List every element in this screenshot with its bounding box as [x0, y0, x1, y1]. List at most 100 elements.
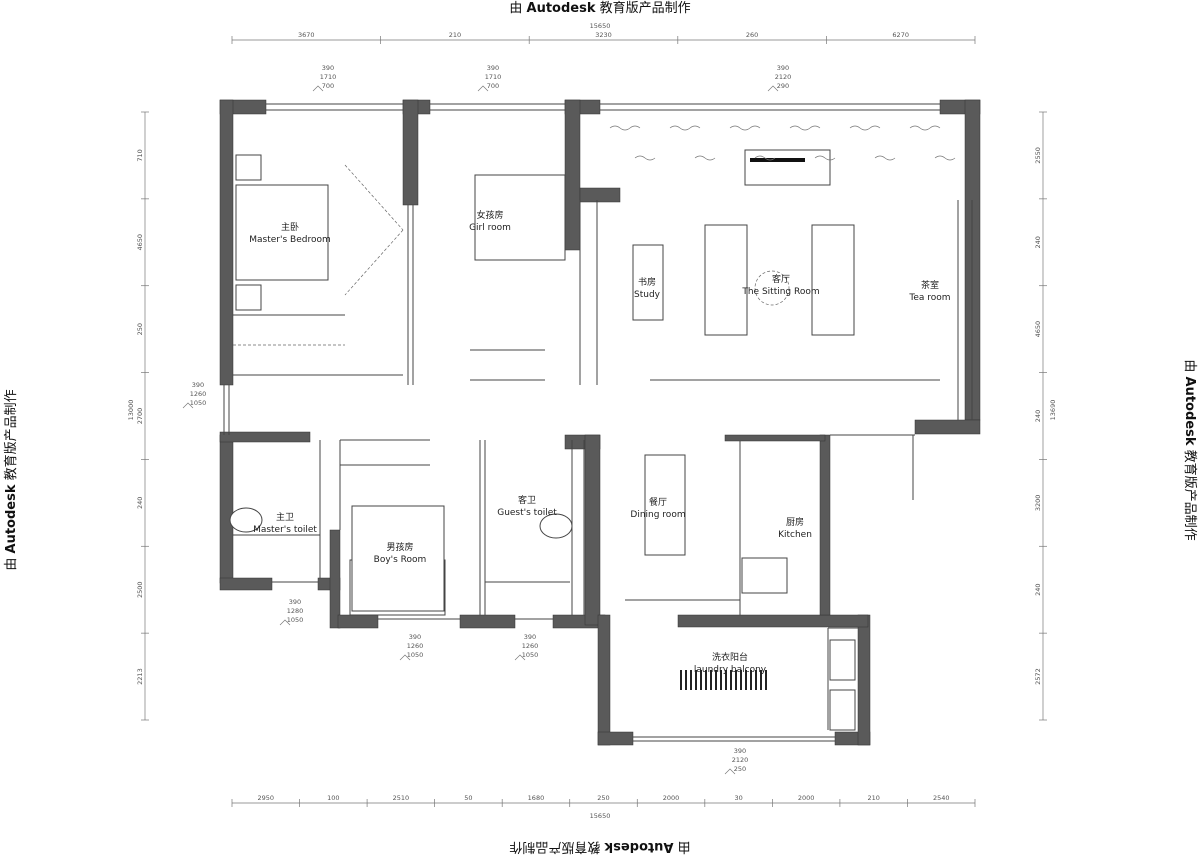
svg-text:2120: 2120 — [732, 756, 749, 764]
room-name-guest-toilet: 客卫 — [518, 494, 536, 506]
svg-text:1050: 1050 — [407, 651, 424, 659]
dim-label: 2213 — [136, 668, 144, 685]
room-name-en-master-toilet: Master's toilet — [253, 525, 317, 535]
dim-label: 6270 — [892, 31, 909, 39]
stove — [741, 557, 788, 594]
dim-label: 710 — [136, 149, 144, 161]
room-name-dining-room: 餐厅 — [649, 496, 667, 508]
svg-text:700: 700 — [487, 82, 499, 90]
dim-label: 2572 — [1034, 668, 1042, 685]
dim-label: 2000 — [798, 794, 815, 802]
dining-table — [644, 454, 686, 556]
sofa — [811, 224, 855, 336]
dim-bottom-total: 15650 — [590, 812, 611, 820]
svg-text:1260: 1260 — [190, 390, 207, 398]
dim-right-total: 13690 — [1049, 400, 1057, 421]
watermark-bottom: 由 Autodesk 教育版产品制作 — [509, 839, 690, 855]
walls — [219, 99, 981, 746]
furniture — [229, 125, 956, 731]
dim-label: 4650 — [136, 234, 144, 251]
dim-left-total: 13000 — [127, 400, 135, 421]
room-name-en-master-bedroom: Master's Bedroom — [249, 235, 330, 245]
svg-text:1260: 1260 — [522, 642, 539, 650]
dim-label: 3200 — [1034, 495, 1042, 512]
dim-label: 240 — [136, 497, 144, 509]
dim-label: 240 — [1034, 236, 1042, 248]
svg-text:1710: 1710 — [485, 73, 502, 81]
room-name-study: 书房 — [638, 276, 656, 288]
laundry-sink — [829, 689, 856, 731]
svg-text:390: 390 — [192, 381, 204, 389]
dim-label: 4650 — [1034, 321, 1042, 338]
room-name-en-girl-room: Girl room — [469, 223, 511, 233]
room-name-en-kitchen: Kitchen — [778, 530, 812, 540]
svg-text:1050: 1050 — [190, 399, 207, 407]
room-name-master-toilet: 主卫 — [276, 511, 294, 523]
room-name-en-tea-room: Tea room — [908, 293, 950, 303]
toilet — [539, 513, 573, 539]
svg-text:390: 390 — [777, 64, 789, 72]
room-name-en-study: Study — [634, 290, 661, 300]
dim-label: 250 — [597, 794, 609, 802]
nightstand — [235, 154, 262, 181]
boy-bed — [351, 505, 445, 612]
svg-text:1710: 1710 — [320, 73, 337, 81]
dim-label: 2000 — [663, 794, 680, 802]
dim-label: 3670 — [298, 31, 315, 39]
dim-label: 2510 — [393, 794, 410, 802]
room-name-en-sitting-room: The Sitting Room — [741, 287, 819, 297]
room-name-en-boy-room: Boy's Room — [374, 555, 427, 565]
room-name-en-dining-room: Dining room — [630, 510, 685, 520]
dim-label: 50 — [464, 794, 472, 802]
room-name-sitting-room: 客厅 — [772, 273, 790, 285]
dim-label: 260 — [746, 31, 758, 39]
svg-text:1260: 1260 — [407, 642, 424, 650]
girl-bed — [474, 174, 566, 261]
windows-and-partitions — [223, 103, 973, 742]
svg-text:290: 290 — [777, 82, 789, 90]
dim-label: 2540 — [933, 794, 950, 802]
dim-label: 2950 — [257, 794, 274, 802]
svg-text:390: 390 — [409, 633, 421, 641]
room-name-en-laundry-balcony: laundry balcony — [694, 665, 767, 675]
room-name-en-guest-toilet: Guest's toilet — [497, 508, 557, 518]
dim-label: 2500 — [136, 581, 144, 598]
room-name-girl-room: 女孩房 — [476, 209, 503, 221]
svg-text:390: 390 — [487, 64, 499, 72]
watermark-left: 由 Autodesk 教育版产品制作 — [3, 389, 19, 570]
svg-text:2120: 2120 — [775, 73, 792, 81]
watermark-right: 由 Autodesk 教育版产品制作 — [1182, 359, 1198, 540]
room-name-boy-room: 男孩房 — [386, 541, 413, 553]
svg-text:1050: 1050 — [522, 651, 539, 659]
dim-label: 250 — [136, 323, 144, 335]
room-name-kitchen: 厨房 — [786, 516, 804, 528]
room-name-tea-room: 茶室 — [921, 279, 939, 291]
room-labels: 主卧 Master's Bedroom 女孩房 Girl room 书房 Study 客厅 T… — [249, 209, 950, 675]
dim-label: 1680 — [528, 794, 545, 802]
svg-text:250: 250 — [734, 765, 746, 773]
toilet — [229, 507, 263, 533]
room-name-laundry-balcony: 洗衣阳台 — [712, 651, 748, 663]
dim-label: 240 — [1034, 410, 1042, 422]
dim-label: 2550 — [1034, 147, 1042, 164]
room-name-master-bedroom: 主卧 — [281, 221, 299, 233]
sofa — [704, 224, 748, 336]
study-desk — [632, 244, 664, 321]
window-tags: 3901710700390171070039021202903901260105… — [182, 64, 792, 775]
dim-label: 2700 — [136, 408, 144, 425]
tv-cabinet — [744, 149, 831, 186]
dim-label: 240 — [1034, 584, 1042, 596]
nightstand — [235, 284, 262, 311]
dim-label: 30 — [734, 794, 742, 802]
svg-text:390: 390 — [524, 633, 536, 641]
dim-label: 100 — [327, 794, 339, 802]
dim-label: 3230 — [595, 31, 612, 39]
